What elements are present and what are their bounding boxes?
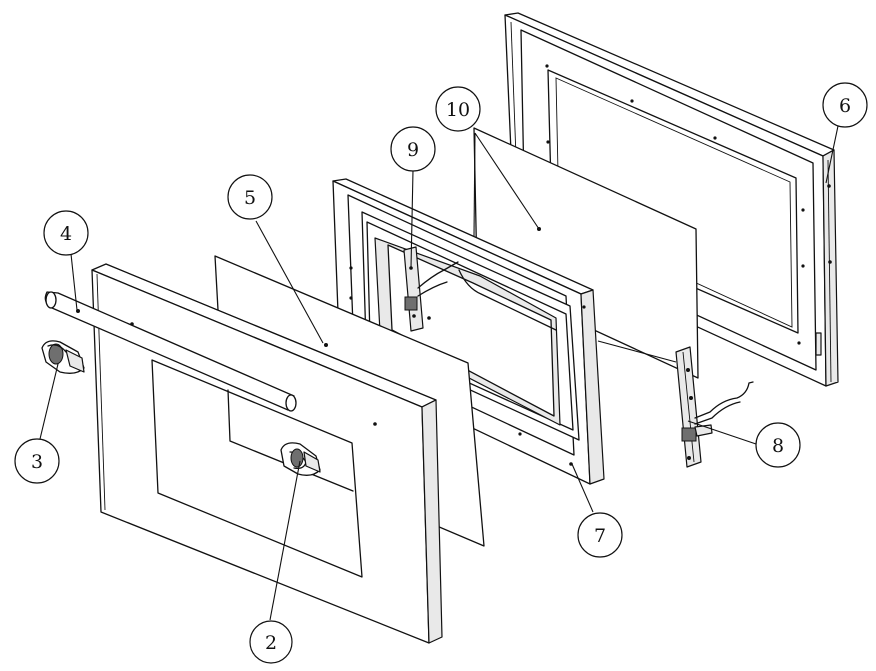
leader-lines xyxy=(39,125,839,621)
callout-label-3: 3 xyxy=(31,451,43,473)
callout-9: 9 xyxy=(390,126,436,172)
callout-8: 8 xyxy=(755,422,801,468)
callout-label-7: 7 xyxy=(594,525,606,547)
handle-bracket-left xyxy=(41,340,85,374)
outer-door-panel xyxy=(91,263,443,644)
rear-door-frame xyxy=(504,12,839,387)
callout-label-10: 10 xyxy=(446,99,470,121)
callout-6: 6 xyxy=(822,82,868,128)
callout-label-9: 9 xyxy=(407,139,419,161)
callout-3: 3 xyxy=(14,438,60,484)
callout-7: 7 xyxy=(577,512,623,558)
callout-2: 2 xyxy=(249,620,293,664)
callout-label-4: 4 xyxy=(60,223,72,245)
hinge-left xyxy=(403,246,459,332)
callout-label-5: 5 xyxy=(244,187,256,209)
callout-10: 10 xyxy=(435,86,481,132)
callout-label-2: 2 xyxy=(265,632,277,654)
callout-4: 4 xyxy=(43,210,89,256)
door-handle-bar xyxy=(44,291,297,412)
hinge-right xyxy=(675,346,754,468)
callout-label-8: 8 xyxy=(772,435,784,457)
callout-5: 5 xyxy=(227,174,273,220)
callout-label-6: 6 xyxy=(839,95,851,117)
